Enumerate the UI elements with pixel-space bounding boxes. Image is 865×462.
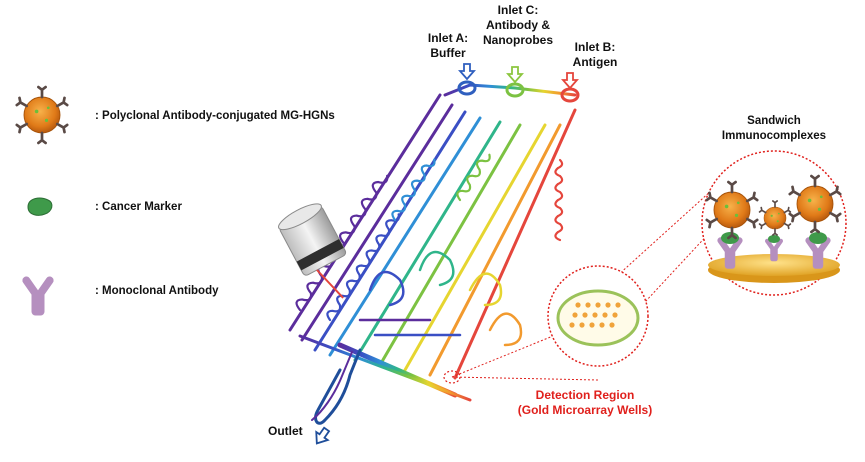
legend-label-nanoprobe: : Polyclonal Antibody-conjugated MG-HGNs (95, 110, 335, 122)
inlet-b-title: Inlet B: (574, 40, 616, 54)
inlet-c-label: Inlet C: Antibody & Nanoprobes (480, 3, 556, 48)
detection-region-title: Detection Region (535, 388, 635, 402)
sandwich-title: Sandwich Immunocomplexes (712, 114, 836, 144)
monoclonal-antibody-icon (26, 280, 49, 311)
sandwich-immunocomplex-zoom (701, 150, 847, 296)
inlet-b-desc: Antigen (572, 55, 618, 69)
microarray-well (547, 265, 649, 367)
laser-lamp-icon (278, 203, 347, 299)
sandwich-title-line1: Sandwich (747, 115, 801, 127)
detection-spot-marker (443, 370, 461, 384)
inlet-a-title: Inlet A: (427, 31, 469, 45)
legend-label-cancer-marker: : Cancer Marker (95, 201, 182, 213)
inlet-a-label: Inlet A: Buffer (420, 31, 476, 61)
inlet-b-arrow-icon (561, 72, 579, 90)
nanoprobe-icon (15, 85, 69, 145)
detection-region-label: Detection Region (Gold Microarray Wells) (500, 388, 670, 418)
microfluidic-chip (288, 80, 580, 425)
inlet-c-title: Inlet C: (497, 3, 539, 17)
cancer-marker-icon (27, 197, 53, 216)
zoom-lines (451, 189, 713, 381)
outlet-label: Outlet (268, 424, 303, 438)
legend-label-monoclonal-antibody: : Monoclonal Antibody (95, 285, 219, 297)
detection-region-subtitle: (Gold Microarray Wells) (517, 403, 653, 417)
inlet-a-arrow-icon (458, 63, 476, 81)
inlet-c-arrow-icon (506, 66, 524, 84)
inlet-c-desc-1: Antibody & (486, 18, 550, 32)
inlet-a-desc: Buffer (430, 46, 466, 60)
sandwich-title-line2: Immunocomplexes (721, 130, 827, 142)
outlet-arrow-icon (315, 426, 331, 445)
inlet-c-desc-2: Nanoprobes (482, 33, 553, 47)
inlet-b-label: Inlet B: Antigen (562, 40, 628, 70)
